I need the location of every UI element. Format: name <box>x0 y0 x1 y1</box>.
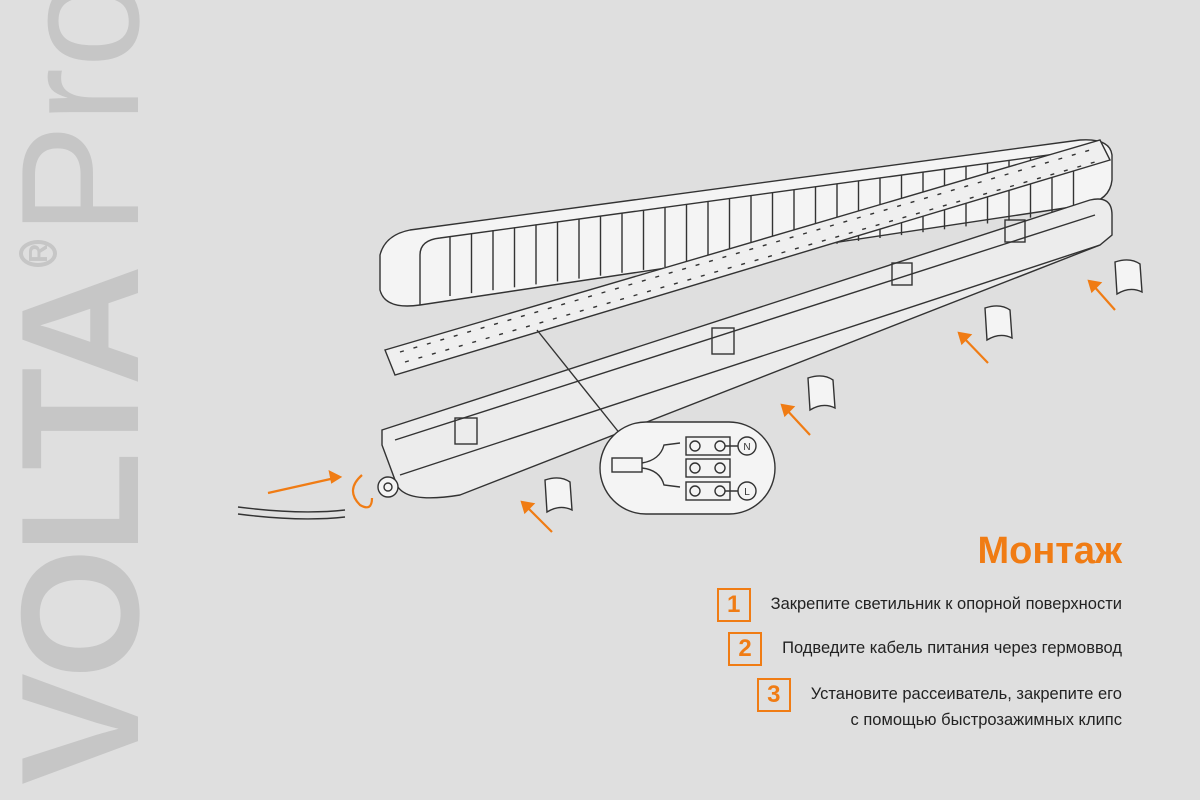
wiring-callout: N L <box>536 329 776 515</box>
terminal-live-label: L <box>744 487 750 498</box>
led-board <box>384 139 1111 376</box>
terminal-neutral-label: N <box>743 442 750 453</box>
power-cable <box>237 476 399 520</box>
step-number: 3 <box>756 678 791 712</box>
step-2: 2 Подведите кабель питания через гермовв… <box>728 632 1122 666</box>
step-number: 2 <box>728 632 763 666</box>
section-title: Монтаж <box>977 530 1122 572</box>
step-text-line-2: с помощью быстрозажимных клипс <box>850 711 1122 729</box>
step-text-line-1: Установите рассеиватель, закрепите его <box>810 685 1122 703</box>
step-text: Подведите кабель питания через гермоввод <box>782 639 1122 657</box>
quick-clips <box>544 259 1143 514</box>
step-number: 1 <box>716 588 751 622</box>
step-1: 1 Закрепите светильник к опорной поверхн… <box>716 588 1122 622</box>
arrows <box>267 279 1116 533</box>
step-3: 3 Установите рассеиватель, закрепите его… <box>756 678 1122 733</box>
step-text: Закрепите светильник к опорной поверхнос… <box>770 595 1122 613</box>
